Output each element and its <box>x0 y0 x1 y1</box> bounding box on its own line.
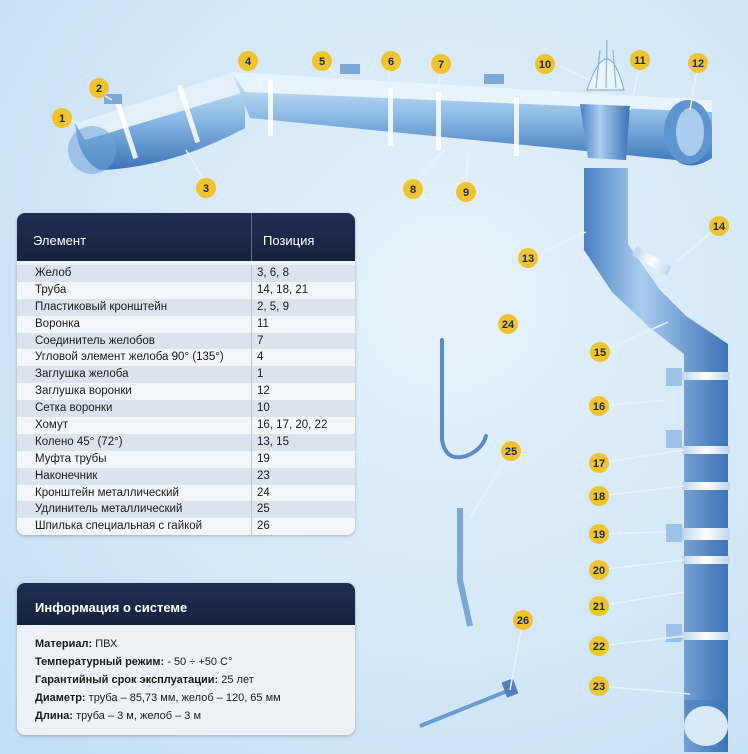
svg-text:15: 15 <box>594 347 606 359</box>
callout-8: 8 <box>403 179 423 199</box>
svg-text:20: 20 <box>593 565 605 577</box>
callout-6: 6 <box>381 51 401 71</box>
svg-text:21: 21 <box>593 601 605 613</box>
callout-11: 11 <box>630 50 650 70</box>
callout-25: 25 <box>501 441 521 461</box>
callout-14: 14 <box>709 216 729 236</box>
svg-text:19: 19 <box>593 529 605 541</box>
svg-text:25: 25 <box>505 446 517 458</box>
callout-12: 12 <box>688 53 708 73</box>
info-material: Материал: ПВХ <box>35 638 118 650</box>
parts-table-header: Элемент Позиция <box>17 213 355 261</box>
svg-text:3: 3 <box>203 183 209 195</box>
downpipe <box>584 168 728 752</box>
metal-bracket <box>440 338 488 460</box>
callout-22: 22 <box>589 636 609 656</box>
leader-lines <box>65 60 719 695</box>
header-position: Позиция <box>263 233 315 248</box>
callouts: 1 2 3 4 5 6 7 8 9 10 11 12 13 14 15 16 1… <box>52 50 729 696</box>
gutter-main <box>232 72 712 166</box>
system-info-title: Информация о системе <box>35 600 188 615</box>
gutter-bands <box>114 80 519 160</box>
svg-text:4: 4 <box>245 56 252 68</box>
callout-18: 18 <box>589 486 609 506</box>
header-element: Элемент <box>33 233 87 248</box>
svg-text:16: 16 <box>593 401 605 413</box>
svg-text:6: 6 <box>388 56 394 68</box>
callout-2: 2 <box>89 78 109 98</box>
callout-1: 1 <box>52 108 72 128</box>
svg-text:13: 13 <box>522 253 534 265</box>
callout-26: 26 <box>513 610 533 630</box>
clamp-mounts <box>666 368 682 642</box>
table-row: Колено 45° (72°)13, 15 <box>17 433 355 451</box>
funnel <box>580 39 630 160</box>
callout-20: 20 <box>589 560 609 580</box>
svg-text:26: 26 <box>517 615 529 627</box>
svg-text:17: 17 <box>593 458 605 470</box>
callout-19: 19 <box>589 524 609 544</box>
callout-10: 10 <box>535 54 555 74</box>
svg-text:11: 11 <box>634 55 646 67</box>
callout-24: 24 <box>498 314 518 334</box>
svg-text:7: 7 <box>438 59 444 71</box>
callout-15: 15 <box>590 342 610 362</box>
special-pin <box>419 678 519 728</box>
callout-16: 16 <box>589 396 609 416</box>
gutter-brackets <box>104 64 504 104</box>
callout-23: 23 <box>589 676 609 696</box>
callout-9: 9 <box>456 182 476 202</box>
callout-4: 4 <box>238 51 258 71</box>
callout-5: 5 <box>312 51 332 71</box>
metal-extension <box>457 508 473 627</box>
svg-text:23: 23 <box>593 681 605 693</box>
gutter-left <box>68 72 245 174</box>
table-row: Угловой элемент желоба 90° (135°)4 <box>17 349 355 367</box>
svg-text:18: 18 <box>593 491 605 503</box>
info-diameter: Диаметр: труба – 85,73 мм, желоб – 120, … <box>35 692 281 704</box>
svg-text:12: 12 <box>692 58 704 70</box>
callout-21: 21 <box>589 596 609 616</box>
svg-text:1: 1 <box>59 113 65 125</box>
info-temperature: Температурный режим: - 50 ÷ +50 С° <box>35 656 233 668</box>
info-warranty: Гарантийный срок эксплуатации: 25 лет <box>35 674 254 686</box>
svg-text:22: 22 <box>593 641 605 653</box>
callout-17: 17 <box>589 453 609 473</box>
svg-text:24: 24 <box>502 319 515 331</box>
svg-text:9: 9 <box>463 187 469 199</box>
callout-7: 7 <box>431 54 451 74</box>
svg-text:8: 8 <box>410 184 416 196</box>
svg-text:2: 2 <box>96 83 102 95</box>
info-length: Длина: труба – 3 м, желоб – 3 м <box>35 710 202 722</box>
svg-text:14: 14 <box>713 221 726 233</box>
system-info-header: Информация о системе <box>17 583 355 625</box>
system-info-body: Материал: ПВХ Температурный режим: - 50 … <box>17 625 355 725</box>
svg-text:10: 10 <box>539 59 551 71</box>
svg-text:5: 5 <box>319 56 325 68</box>
callout-13: 13 <box>518 248 538 268</box>
system-info-panel: Информация о системе Материал: ПВХ Темпе… <box>17 583 355 735</box>
callout-3: 3 <box>196 178 216 198</box>
downpipe-bands <box>632 246 730 640</box>
